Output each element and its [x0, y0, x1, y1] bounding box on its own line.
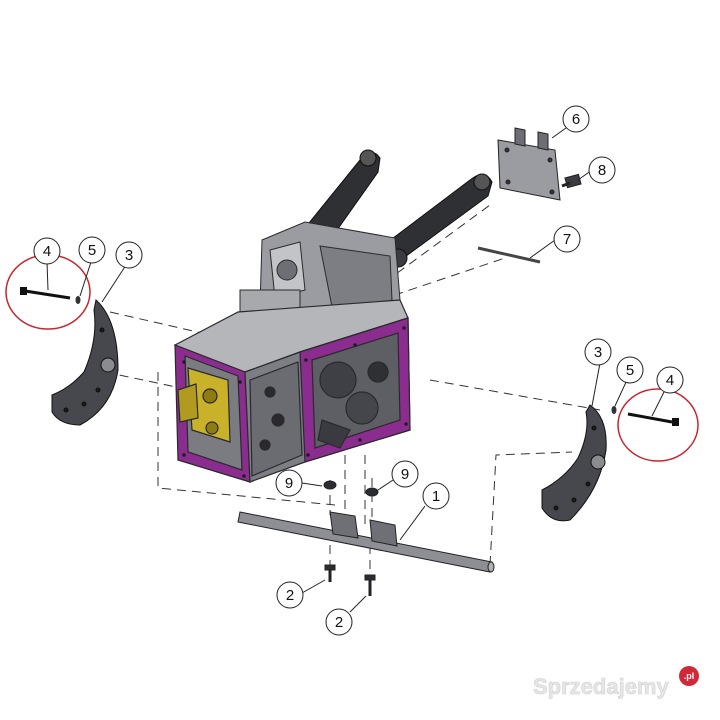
part-8-screw: [561, 173, 582, 189]
callout-4-right: 4: [656, 366, 684, 394]
svg-text:5: 5: [626, 362, 634, 379]
callout-9-left: 9: [275, 469, 303, 497]
svg-text:3: 3: [125, 247, 133, 264]
part-1-shaft: [237, 511, 495, 573]
callout-8: 8: [588, 156, 616, 184]
svg-text:5: 5: [88, 242, 96, 259]
watermark-badge: [679, 666, 699, 686]
part-5-left-washer: [75, 296, 81, 304]
svg-text:7: 7: [563, 231, 571, 248]
callout-2-lower: 2: [325, 608, 353, 636]
part-2-screws: [324, 564, 376, 596]
leader-lines: [46, 127, 666, 613]
part-6-cover-plate: [497, 127, 561, 201]
callout-6: 6: [562, 105, 590, 133]
callout-1: 1: [422, 482, 450, 510]
watermark: Sprzedajemy .pl: [533, 666, 699, 699]
highlight-circle-right: [617, 388, 699, 462]
part-4-left-bolt: [20, 287, 71, 300]
watermark-badge-text: .pl: [684, 671, 695, 681]
gearbox-housing: [173, 299, 411, 483]
svg-text:2: 2: [335, 614, 343, 631]
svg-text:3: 3: [594, 344, 602, 361]
flange-bolts: [182, 326, 408, 478]
svg-text:8: 8: [598, 162, 606, 179]
part-3-right-quadrant: [541, 404, 607, 522]
callout-3-right: 3: [584, 338, 612, 366]
svg-text:6: 6: [572, 111, 580, 128]
svg-text:4: 4: [666, 372, 674, 389]
highlight-circle-left: [5, 254, 91, 330]
svg-text:2: 2: [286, 587, 294, 604]
svg-text:9: 9: [285, 475, 293, 492]
part-3-left-quadrant: [51, 299, 119, 426]
watermark-text: Sprzedajemy: [533, 674, 669, 699]
svg-text:1: 1: [432, 488, 440, 505]
part-4-right-bolt: [627, 412, 679, 426]
callout-4-left: 4: [33, 237, 61, 265]
part-9-bushings: [323, 480, 379, 497]
callout-5-right: 5: [616, 356, 644, 384]
svg-text:9: 9: [401, 466, 409, 483]
callout-9-right: 9: [391, 460, 419, 488]
callouts: 1 2 2 3 3 4 4 5: [33, 105, 684, 636]
callout-2-upper: 2: [276, 581, 304, 609]
callout-5-left: 5: [78, 236, 106, 264]
part-7-pin: [477, 246, 541, 264]
lift-arms: [304, 149, 493, 268]
svg-text:4: 4: [43, 243, 51, 260]
callout-3-left: 3: [115, 241, 143, 269]
part-5-right-washer: [611, 406, 617, 414]
callout-7: 7: [553, 225, 581, 253]
